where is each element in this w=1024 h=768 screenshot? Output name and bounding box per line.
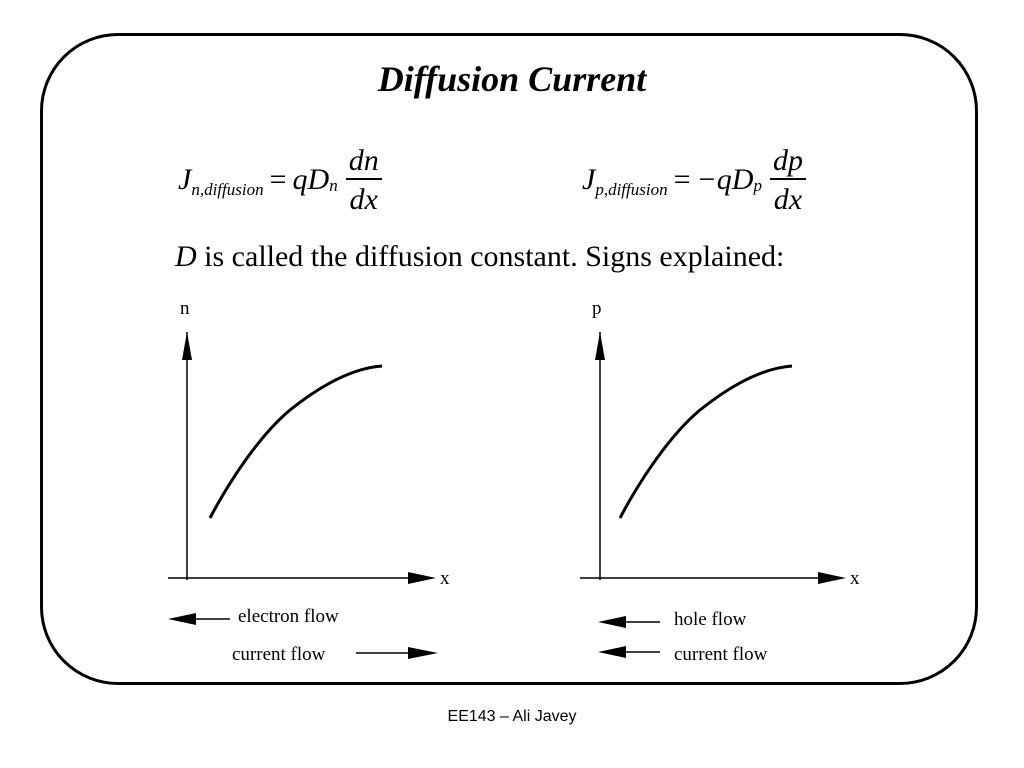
eq-denominator: dx (773, 183, 803, 216)
caption-text: is called the diffusion constant. Signs … (196, 240, 785, 273)
slide-frame (40, 33, 978, 685)
electron-concentration-plot: n x electron flow current flow (168, 298, 450, 665)
eq-lhs: J (178, 163, 192, 196)
current-flow-label: current flow (674, 644, 768, 665)
eq-coefficient-subscript: p (753, 176, 762, 195)
electron-flow-label: electron flow (238, 606, 339, 627)
x-axis-label: x (850, 568, 860, 589)
eq-coefficient: qD (292, 163, 330, 196)
hole-flow-arrowhead (598, 616, 626, 628)
current-flow-arrowhead (598, 646, 626, 658)
eq-denominator: dx (349, 183, 378, 216)
x-axis-arrowhead (818, 572, 846, 584)
electron-flow-arrowhead (168, 613, 196, 625)
eq-lhs-subscript: p,diffusion (595, 180, 668, 199)
current-flow-label: current flow (232, 644, 326, 665)
concentration-curve (208, 364, 383, 519)
y-axis-arrowhead (182, 332, 192, 360)
eq-operator: = (269, 163, 287, 196)
eq-numerator: dp (769, 144, 806, 180)
eq-operator: = (673, 163, 691, 196)
y-axis-arrowhead (595, 332, 605, 360)
concentration-curve (618, 364, 793, 519)
caption-variable: D (175, 240, 197, 273)
x-axis-label: x (440, 568, 450, 589)
x-axis-arrowhead (408, 572, 436, 584)
eq-numerator: dn (345, 144, 382, 180)
hole-flow-label: hole flow (674, 609, 747, 630)
slide-title: Diffusion Current (377, 59, 647, 99)
eq-derivative: dp dx (769, 144, 806, 216)
slide-footer: EE143 – Ali Javey (447, 708, 577, 725)
diffusion-caption: D is called the diffusion constant. Sign… (175, 240, 784, 274)
eq-lhs-subscript: n,diffusion (191, 180, 264, 199)
eq-coefficient-subscript: n (329, 176, 338, 195)
eq-lhs: J (582, 163, 596, 196)
hole-concentration-plot: p x hole flow current flow (580, 298, 860, 665)
electron-diffusion-equation: J n,diffusion = qD n dn dx (178, 140, 382, 220)
eq-coefficient: −qD (696, 163, 754, 196)
y-axis-label: n (180, 298, 190, 319)
hole-diffusion-equation: J p,diffusion = −qD p dp dx (582, 140, 806, 220)
eq-derivative: dn dx (345, 144, 382, 216)
y-axis-label: p (592, 298, 602, 319)
current-flow-arrowhead (408, 647, 438, 659)
